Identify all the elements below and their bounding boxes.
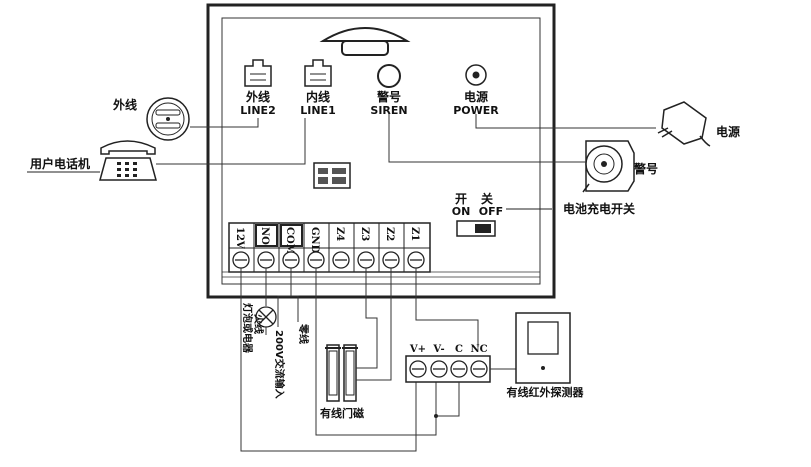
gnd-wire (315, 268, 437, 436)
neutral-label: 零线 (297, 323, 310, 344)
terminal-z2-label: Z2 (384, 227, 395, 241)
siren-jack-icon (377, 64, 401, 88)
detector-terminal-block (405, 355, 491, 383)
det-nc-label: NC (470, 344, 487, 355)
outer-line-label: 外线 (113, 97, 137, 112)
door-sensor-icon (325, 344, 358, 402)
siren-icon (582, 140, 635, 193)
telephone-icon (99, 140, 157, 181)
battery-switch[interactable] (456, 220, 496, 237)
line2-cn-label: 外线 (246, 89, 270, 104)
terminal-gnd-label: GND (309, 227, 320, 254)
switch-off-cn-label: 关 (481, 191, 493, 206)
power-wire (475, 114, 656, 129)
terminal-no-label: NO (259, 227, 270, 245)
switch-on-en-label: ON (452, 205, 471, 218)
line1-jack-icon (304, 59, 332, 87)
line1-wire (156, 118, 306, 165)
12v-wire (240, 268, 417, 452)
wall-socket-icon (146, 97, 190, 141)
line1-en-label: LINE1 (300, 104, 335, 117)
terminal-screws (232, 251, 425, 269)
sim-slot-icon (313, 162, 351, 189)
live-wire-label: 火线 (252, 314, 265, 334)
battery-switch-label: 电池充电开关 (563, 201, 635, 216)
det-vplus-label: V+ (409, 344, 426, 355)
siren-cn-label: 警号 (376, 89, 401, 104)
power-cn-label: 电源 (464, 89, 488, 104)
switch-off-en-label: OFF (479, 205, 503, 218)
terminal-z1-label: Z1 (409, 227, 420, 241)
terminal-z4-label: Z4 (334, 227, 345, 241)
siren-en-label: SIREN (370, 104, 407, 117)
ac-input-label: 200V交流输入 (273, 330, 286, 399)
line1-cn-label: 内线 (306, 89, 330, 104)
ir-detector-label: 有线红外探测器 (507, 385, 585, 399)
speaker-icon (319, 27, 411, 56)
line2-wire (190, 118, 259, 128)
line2-en-label: LINE2 (240, 104, 275, 117)
power-adapter-label: 电源 (716, 124, 740, 139)
siren-label: 警号 (633, 161, 658, 176)
det-vminus-label: V- (432, 344, 444, 355)
ir-detector-icon (515, 312, 571, 384)
lamp-label: 灯泡或电器 (241, 303, 254, 354)
line2-jack-icon (244, 59, 272, 87)
power-jack-icon (465, 64, 487, 86)
siren-wire (388, 114, 586, 163)
det-c-label: C (455, 344, 463, 355)
z2-wire (356, 268, 392, 381)
terminal-12v-label: 12V (234, 227, 245, 249)
user-phone-label: 用户电话机 (29, 156, 90, 171)
lamp-icon (255, 306, 277, 328)
switch-on-cn-label: 开 (455, 192, 467, 206)
c-to-gnd-wire (436, 382, 460, 417)
z1-wire (415, 268, 479, 347)
terminal-z3-label: Z3 (359, 227, 370, 241)
power-en-label: POWER (453, 104, 499, 117)
power-adapter-icon (657, 101, 711, 147)
door-sensor-label: 有线门磁 (320, 406, 364, 420)
z3-wire (356, 268, 378, 369)
terminal-com-label: COM (284, 227, 295, 255)
